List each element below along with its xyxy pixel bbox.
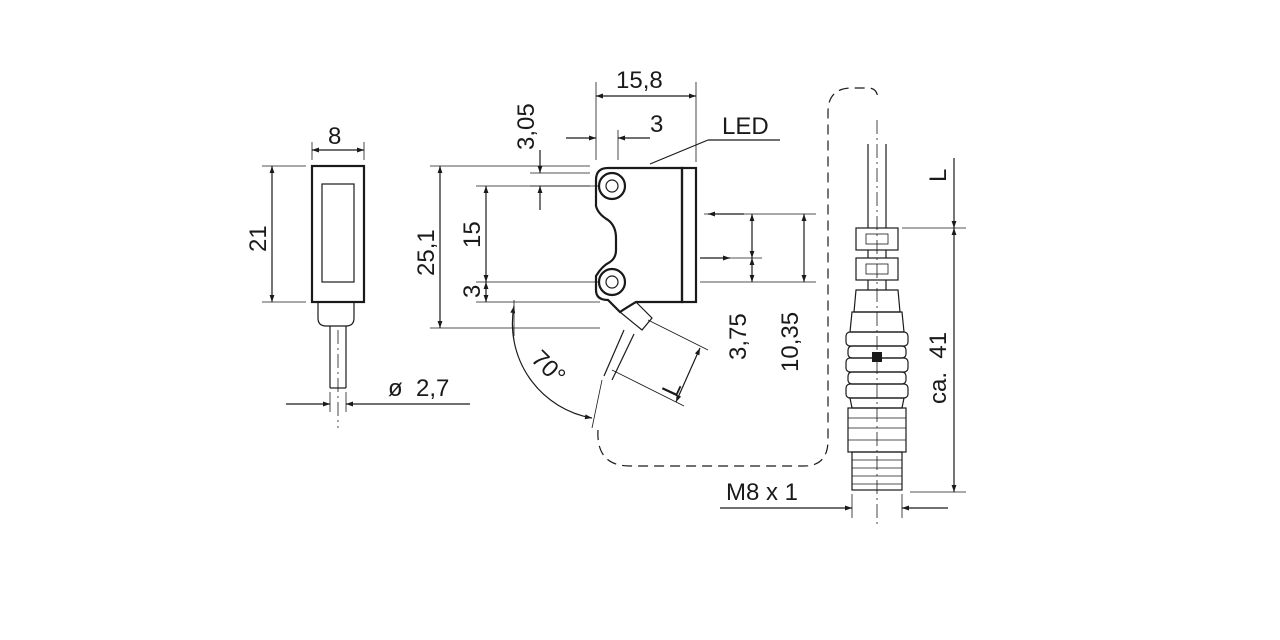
cable-diameter-label: ø 2,7 xyxy=(388,375,449,402)
top-width-label: 15,8 xyxy=(616,67,663,94)
connector-length-label: ca. 41 xyxy=(925,332,952,404)
side-view xyxy=(430,82,816,429)
front-width-label: 8 xyxy=(328,123,341,150)
optical-axis-b-label: 10,35 xyxy=(777,312,804,372)
hole-spacing-label: 15 xyxy=(459,221,486,248)
angle-label: 70° xyxy=(526,345,571,390)
front-height-label: 21 xyxy=(245,225,272,252)
hole-offset-label: 3,05 xyxy=(513,103,540,150)
optical-axis-a-label: 3,75 xyxy=(725,313,752,360)
lens-offset-label: 3 xyxy=(650,111,663,138)
bottom-offset-label: 3 xyxy=(459,285,486,298)
cable-length-right-label: L xyxy=(925,169,952,182)
connector-view xyxy=(720,120,966,526)
front-view xyxy=(262,142,470,428)
led-label: LED xyxy=(722,113,769,140)
cable-length-left-label: L xyxy=(657,377,687,401)
total-height-label: 25,1 xyxy=(413,229,440,276)
detail-outline xyxy=(597,87,879,467)
thread-label: M8 x 1 xyxy=(726,479,798,506)
